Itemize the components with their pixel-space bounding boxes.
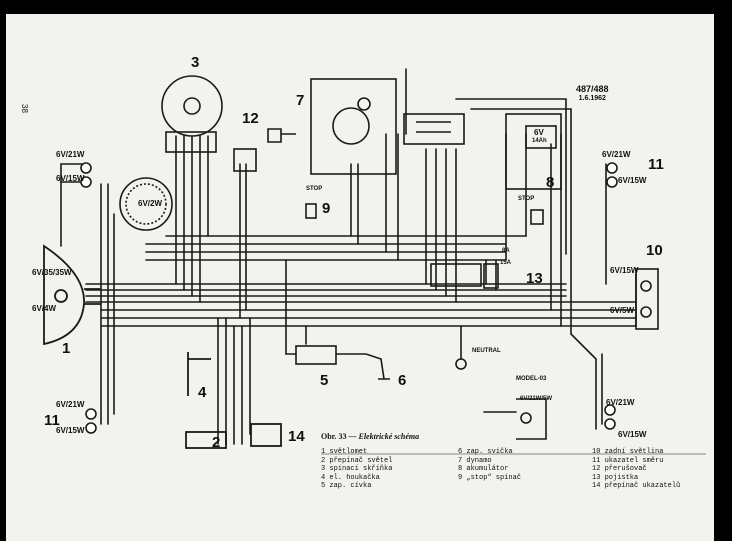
page-number: 38: [19, 104, 29, 113]
legend-item: 10 zadní světlina: [592, 448, 664, 456]
neutral-lamp-symbol: [455, 358, 467, 370]
label-stop-rear: STOP: [518, 196, 535, 202]
label-battery-capacity: 14Ah: [532, 138, 547, 144]
headlamp-symbol: [43, 244, 101, 346]
component-number-9: 9: [322, 200, 331, 217]
legend-item: 9 „stop“ spínač: [458, 473, 522, 482]
label-front-indicator-bottom-21w: 6V/21W: [56, 400, 85, 409]
wiring-diagram: [43, 68, 706, 455]
label-headlamp-park: 6V/4W: [32, 304, 57, 313]
component-number-11-right: 11: [648, 156, 664, 173]
wiring-diagram-sheet: 38 487/488 1.6.1962 3 7 12 8 9 11 10 13 …: [6, 14, 714, 541]
model-code-block: 487/488 1.6.1962: [576, 84, 609, 104]
label-model-03: MODEL-03: [516, 376, 547, 382]
horn-symbol: [187, 352, 211, 396]
legend-column-3: 10 zadní světlina 11 ukazatel směru 12 p…: [592, 448, 680, 491]
label-rear-indicator-bottom-15w: 6V/15W: [618, 430, 647, 439]
label-front-indicator-top-15w: 6V/15W: [56, 174, 85, 183]
legend-item: 7 dynamo: [458, 456, 492, 465]
component-number-3: 3: [191, 54, 200, 71]
flasher-symbol: [233, 128, 296, 172]
ignition-switch-symbol: [161, 75, 223, 153]
model-code: 487/488: [576, 84, 609, 94]
indicator-switch-symbol: [250, 423, 282, 447]
revision-date: 1.6.1962: [578, 95, 606, 102]
legend-item: 2 přepínač světel: [321, 456, 393, 465]
component-number-6: 6: [398, 372, 407, 389]
model-03-lamp-symbol: [516, 398, 547, 440]
label-front-indicator-top-21w: 6V/21W: [56, 150, 85, 159]
dynamo-symbol: [310, 78, 397, 175]
battery-symbol: [505, 113, 562, 190]
figure-caption: Obr. 33 — Elektrické schéma: [321, 432, 419, 441]
legend-item: 11 ukazatel směru: [592, 456, 664, 465]
component-number-12: 12: [242, 110, 259, 127]
stop-switch-symbol: [305, 203, 544, 225]
component-number-11-left: 11: [44, 412, 60, 429]
caption-title: Elektrické schéma: [358, 432, 420, 441]
component-number-14: 14: [288, 428, 305, 445]
label-rear-indicator-top-21w: 6V/21W: [602, 150, 631, 159]
component-number-5: 5: [320, 372, 329, 389]
legend-item: 14 přepínač ukazatelů: [592, 482, 681, 491]
label-model-03-lamp: 6V/21W/5W: [520, 396, 553, 402]
label-fuse-8a: 8A: [502, 248, 510, 254]
label-front-indicator-bottom-15w: 6V/15W: [56, 426, 85, 435]
ignition-coil-symbol: [295, 345, 390, 380]
component-number-2: 2: [212, 434, 221, 451]
legend-column-1: 1 světlomet 2 přepínač světel 3 spínací …: [321, 448, 392, 491]
label-tail-lamp-15w: 6V/15W: [610, 266, 639, 275]
tail-lamp-symbol: [635, 268, 659, 330]
indicator-lamps-symbol: [80, 162, 618, 434]
component-number-8: 8: [546, 174, 555, 191]
component-number-10: 10: [646, 242, 663, 259]
label-rear-indicator-top-15w: 6V/15W: [618, 176, 647, 185]
legend-item: 8 akumulátor: [458, 465, 509, 474]
component-number-1: 1: [62, 340, 71, 357]
legend-item: 13 pojistka: [592, 473, 639, 482]
label-tail-lamp-5w: 6V/5W: [610, 306, 635, 315]
light-switch-symbol: [185, 431, 227, 449]
legend-item: 5 zap. cívka: [321, 482, 372, 491]
label-rear-indicator-bottom-21w: 6V/21W: [606, 398, 635, 407]
legend-item: 1 světlomet: [321, 448, 368, 456]
label-neutral: NEUTRAL: [472, 348, 501, 354]
legend-item: 6 zap. svíčka: [458, 448, 513, 456]
label-fuse-15a: 15A: [500, 260, 512, 266]
legend-item: 4 el. houkačka: [321, 473, 380, 482]
legend-item: 12 přerušovač: [592, 465, 647, 474]
label-headlamp-main: 6V/35/35W: [32, 268, 72, 277]
component-number-7: 7: [296, 92, 305, 109]
label-battery-voltage: 6V: [534, 128, 544, 137]
legend-item: 3 spínací skříňka: [321, 465, 393, 474]
caption-prefix: Obr. 33 —: [321, 432, 357, 441]
fuse-box-symbol: [430, 263, 499, 289]
label-speedometer-lamp: 6V/2W: [138, 199, 163, 208]
legend-column-2: 6 zap. svíčka 7 dynamo 8 akumulátor 9 „s…: [458, 448, 521, 482]
speedometer-symbol: [119, 177, 173, 231]
component-number-13: 13: [526, 270, 543, 287]
component-number-4: 4: [198, 384, 207, 401]
label-stop-front: STOP: [306, 186, 323, 192]
regulator-symbol: [403, 113, 465, 145]
